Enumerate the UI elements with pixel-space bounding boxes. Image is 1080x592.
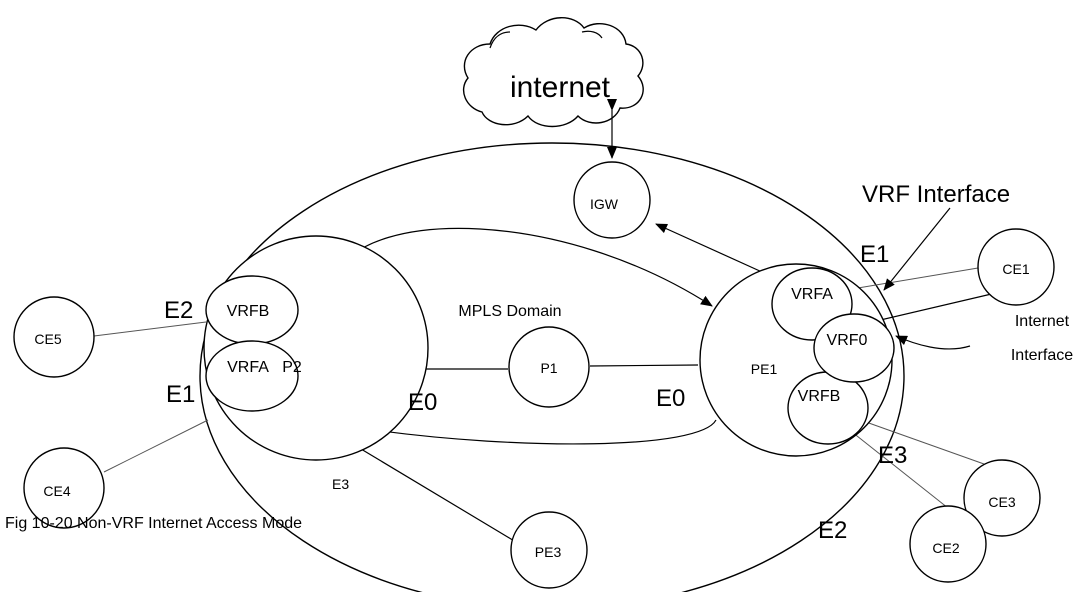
- ce5-link: [93, 321, 207, 337]
- vrf-interface-arrow: [883, 207, 951, 291]
- igw-node: IGW: [573, 161, 651, 239]
- ce3-node: CE3: [963, 459, 1041, 537]
- ce4-link: [103, 419, 209, 473]
- p2-vrfa-label: VRFA: [227, 359, 269, 376]
- igw-label: IGW: [590, 196, 619, 212]
- ce2-link: [851, 431, 949, 509]
- pe1-vrf0-label: VRF0: [827, 332, 868, 349]
- pe1-vrf0: [813, 313, 895, 383]
- internet-cloud: internet: [463, 17, 644, 128]
- p2-vrfa: [205, 340, 299, 412]
- e0-right-label: E0: [656, 385, 685, 412]
- internet-interface-label-2: Interface: [1011, 347, 1073, 364]
- ce5-label: CE5: [34, 331, 61, 347]
- ce3-label: CE3: [988, 494, 1015, 510]
- ce3-link: [865, 421, 985, 465]
- pe1-vrfa-label: VRFA: [791, 286, 833, 303]
- e3-right-label: E3: [878, 442, 907, 469]
- mpls-domain-label: MPLS Domain: [458, 303, 561, 320]
- pe3-link: [345, 439, 517, 543]
- p2-label: P2: [282, 359, 302, 376]
- e1-left-label: E1: [166, 381, 195, 408]
- pe1-label: PE1: [751, 361, 778, 377]
- e1-right-label: E1: [860, 241, 889, 268]
- pe1-router: VRFA VRF0 VRFB PE1: [699, 263, 895, 457]
- internet-interface-arrow: [895, 335, 971, 350]
- pe1-vrfb: [787, 371, 869, 445]
- p1-label: P1: [540, 360, 557, 376]
- ce2-label: CE2: [932, 540, 959, 556]
- p2-router: VRFB VRFA P2: [203, 235, 429, 461]
- pe1-vrfb-label: VRFB: [798, 388, 841, 405]
- internet-interface-label-1: Internet: [1015, 313, 1070, 330]
- pe1-to-igw-arrow: [655, 223, 763, 273]
- ce1-vrf0-link: [871, 291, 1001, 323]
- ce5-node: CE5: [13, 296, 95, 378]
- e2-left-label: E2: [164, 297, 193, 324]
- pe3-node: PE3: [510, 511, 588, 589]
- internet-label: internet: [510, 71, 611, 104]
- p1-router: P1: [508, 326, 590, 408]
- ce4-label: CE4: [43, 483, 70, 499]
- ce1-label: CE1: [1002, 261, 1029, 277]
- e2-right-label: E2: [818, 517, 847, 544]
- mpls-domain-boundary: [199, 142, 905, 592]
- e3-left-label: E3: [332, 476, 349, 492]
- e0-left-label: E0: [408, 389, 437, 416]
- p2-vrfb-label: VRFB: [227, 303, 270, 320]
- figure-caption: Fig 10-20 Non-VRF Internet Access Mode: [5, 515, 302, 532]
- ce1-vrfa-link: [845, 267, 979, 291]
- vrf-interface-label: VRF Interface: [862, 181, 1010, 208]
- pe3-label: PE3: [535, 544, 562, 560]
- ce2-node: CE2: [909, 505, 987, 583]
- ce1-node: CE1: [977, 228, 1055, 306]
- pe1-to-p2-arrow: [373, 419, 717, 445]
- p1-pe1-link: [589, 364, 699, 367]
- ce4-node: CE4: [23, 447, 105, 529]
